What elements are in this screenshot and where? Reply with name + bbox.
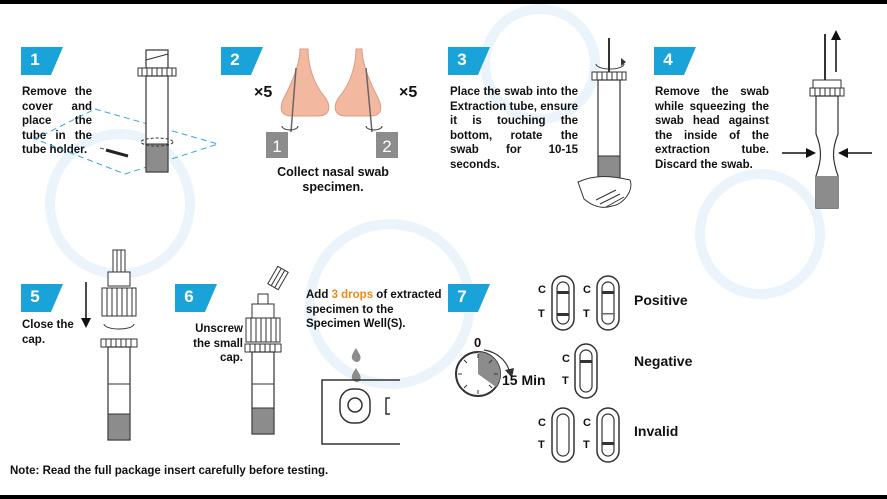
step-4-squeeze-illustration	[782, 30, 872, 209]
step-5-badge: 5	[21, 284, 63, 312]
step-4-text: Remove the swab while squeezing the swab…	[655, 86, 769, 171]
svg-text:C: C	[538, 284, 546, 296]
svg-text:T: T	[583, 439, 590, 451]
step-3-text: Place the swab into the Extraction tube,…	[450, 86, 578, 171]
step-6-badge: 6	[175, 284, 217, 312]
step-5-cap-illustration	[81, 249, 138, 441]
step-2-badge: 2	[221, 47, 263, 75]
instruction-sheet: 1 Remove the cover and place the tube in…	[0, 4, 887, 495]
step-1-text: Remove the cover and place the tube in t…	[22, 86, 92, 156]
svg-text:T: T	[538, 439, 545, 451]
footer-note: Note: Read the full package insert caref…	[10, 465, 329, 477]
timer-zero: 0	[474, 335, 481, 350]
step-3-badge: 3	[448, 47, 490, 75]
step-2-count-left: ×5	[254, 84, 273, 101]
step-2-text: Collect nasal swab specimen.	[277, 165, 389, 194]
result-invalid-label: Invalid	[634, 423, 679, 439]
timer-label: 15 Min	[502, 372, 546, 388]
step-6-unscrew-illustration	[244, 265, 289, 435]
svg-text:C: C	[562, 353, 570, 365]
step-2-count-right: ×5	[399, 84, 418, 101]
svg-text:T: T	[583, 308, 590, 320]
step-3-swab-illustration	[577, 38, 632, 208]
result-negative-label: Negative	[634, 353, 693, 369]
step-6-text: Unscrew the small cap.	[193, 323, 243, 364]
step-6-add-text: Add 3 drops of extracted specimen to the…	[306, 289, 442, 330]
result-positive-label: Positive	[634, 292, 688, 308]
step-1-tube-illustration	[33, 49, 220, 175]
svg-text:T: T	[538, 308, 545, 320]
step-7-badge: 7	[448, 284, 490, 312]
step-5-text: Close the cap.	[22, 319, 74, 346]
drops-count: 3 drops	[331, 289, 374, 301]
result-cassettes: CT CT CT CT CT	[538, 275, 620, 463]
nostril-1-label: 1	[272, 137, 281, 156]
svg-text:C: C	[538, 417, 546, 429]
nose-illustration: 1 2	[266, 48, 398, 158]
step-1-badge: 1	[21, 47, 63, 75]
nostril-2-label: 2	[382, 137, 391, 156]
svg-text:C: C	[583, 284, 591, 296]
svg-text:C: C	[583, 417, 591, 429]
specimen-well-illustration	[321, 348, 400, 445]
step-4-badge: 4	[654, 47, 696, 75]
svg-text:T: T	[562, 375, 569, 387]
timer-illustration: 0 15 Min	[455, 335, 546, 397]
